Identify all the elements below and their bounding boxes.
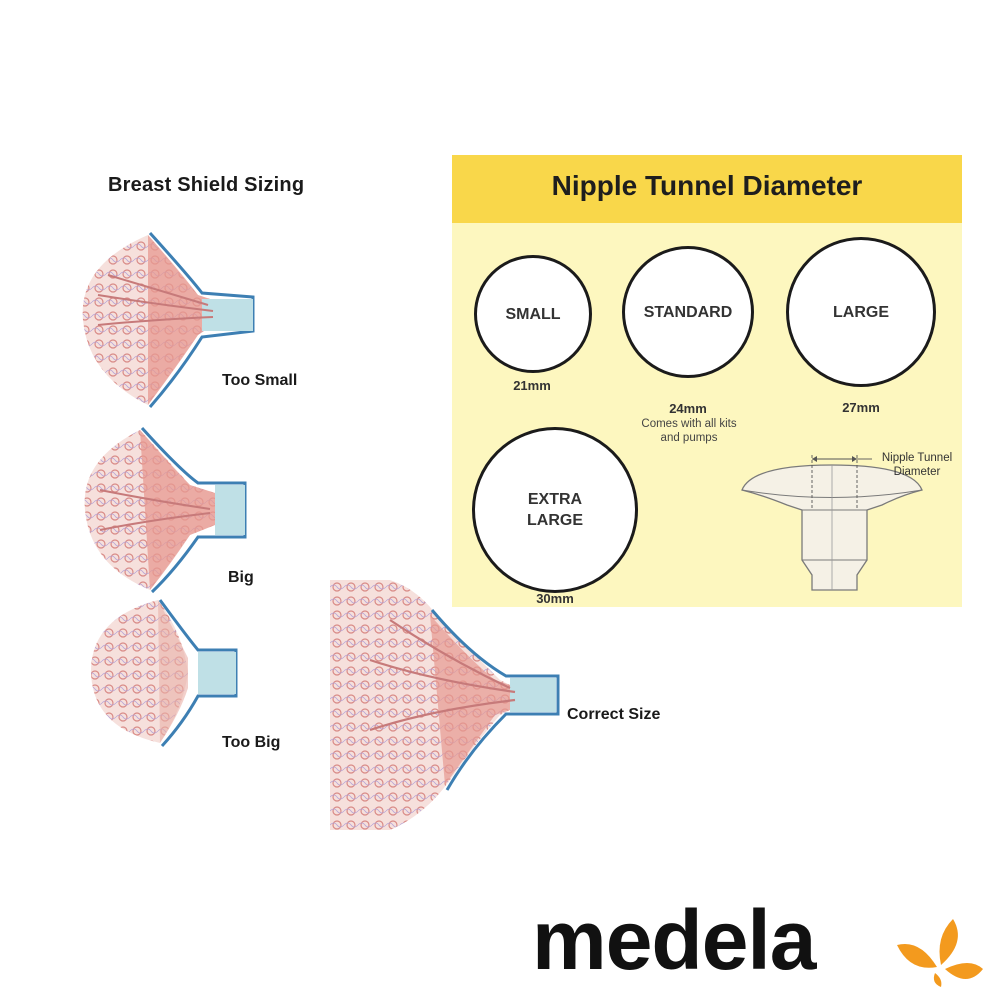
size-name-standard: STANDARD [643,303,733,321]
big-label: Big [228,569,254,586]
too-big-illustration [90,599,238,748]
size-name-small: SMALL [505,305,561,323]
breast-shield-diagram [741,455,923,591]
breast-shield-sizing-title: Breast Shield Sizing [108,174,305,196]
correct-size-label: Correct Size [567,706,661,723]
size-name-extra-large: EXTRA LARGE [527,491,583,529]
medela-flower-icon [897,919,983,987]
panel-title: Nipple Tunnel Diameter [551,170,863,201]
size-diameter-large: 27mm [842,400,880,415]
medela-logo-text: medela [532,893,816,987]
panel-header [452,155,962,223]
size-name-large: LARGE [833,303,889,321]
size-circle-large: LARGE [786,237,936,387]
size-circle-standard: STANDARD [622,246,754,378]
standard-note: Comes with all kits and pumps [641,418,737,444]
size-diameter-standard: 24mm [669,401,707,416]
big-illustration [84,426,247,594]
size-diameter-extra-large: 30mm [536,591,574,606]
size-circle-small: SMALL [474,255,592,373]
too-big-label: Too Big [222,734,281,751]
too-small-illustration [82,231,255,408]
size-diameter-small: 21mm [513,378,551,393]
diagram-caption: Nipple Tunnel Diameter [881,452,953,478]
correct-size-illustration [330,580,560,830]
nipple-tunnel-panel: Nipple Tunnel Diameter SMALL 21mm STANDA… [452,155,962,607]
size-circle-extra-large: EXTRA LARGE [472,427,638,593]
too-small-label: Too Small [222,372,298,389]
